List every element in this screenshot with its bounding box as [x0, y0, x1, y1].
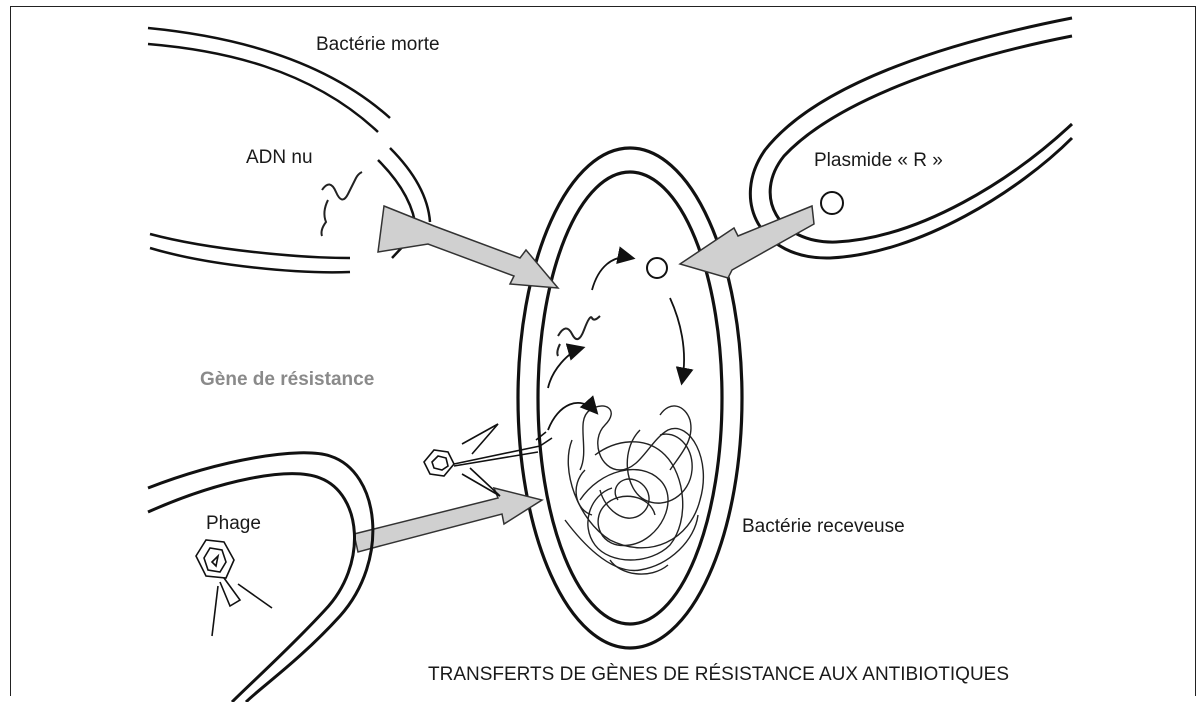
plasmid-label: Plasmide « R » — [814, 150, 943, 171]
phage-transfer-arrow — [354, 488, 542, 552]
internal-arrows — [548, 257, 684, 430]
naked-dna-label: ADN nu — [246, 147, 313, 168]
chromosome-tangle — [565, 406, 703, 574]
resistance-gene-label: Gène de résistance — [200, 369, 374, 390]
plasmid-transfer-arrow — [680, 206, 814, 278]
dead-bacterium-label: Bactérie morte — [316, 34, 440, 55]
phage-donor-bacterium — [148, 453, 373, 702]
donor-plasmid-circle — [821, 192, 843, 214]
figure-caption: TRANSFERTS DE GÈNES DE RÉSISTANCE AUX AN… — [428, 664, 1009, 685]
naked-dna-strand — [322, 172, 363, 236]
phage-particle — [196, 540, 272, 636]
dna-transfer-arrow — [378, 206, 558, 288]
recipient-plasmid-circle — [647, 258, 667, 278]
phage-label: Phage — [206, 513, 261, 534]
recipient-bacterium-label: Bactérie receveuse — [742, 516, 905, 537]
injecting-phage — [424, 424, 552, 496]
